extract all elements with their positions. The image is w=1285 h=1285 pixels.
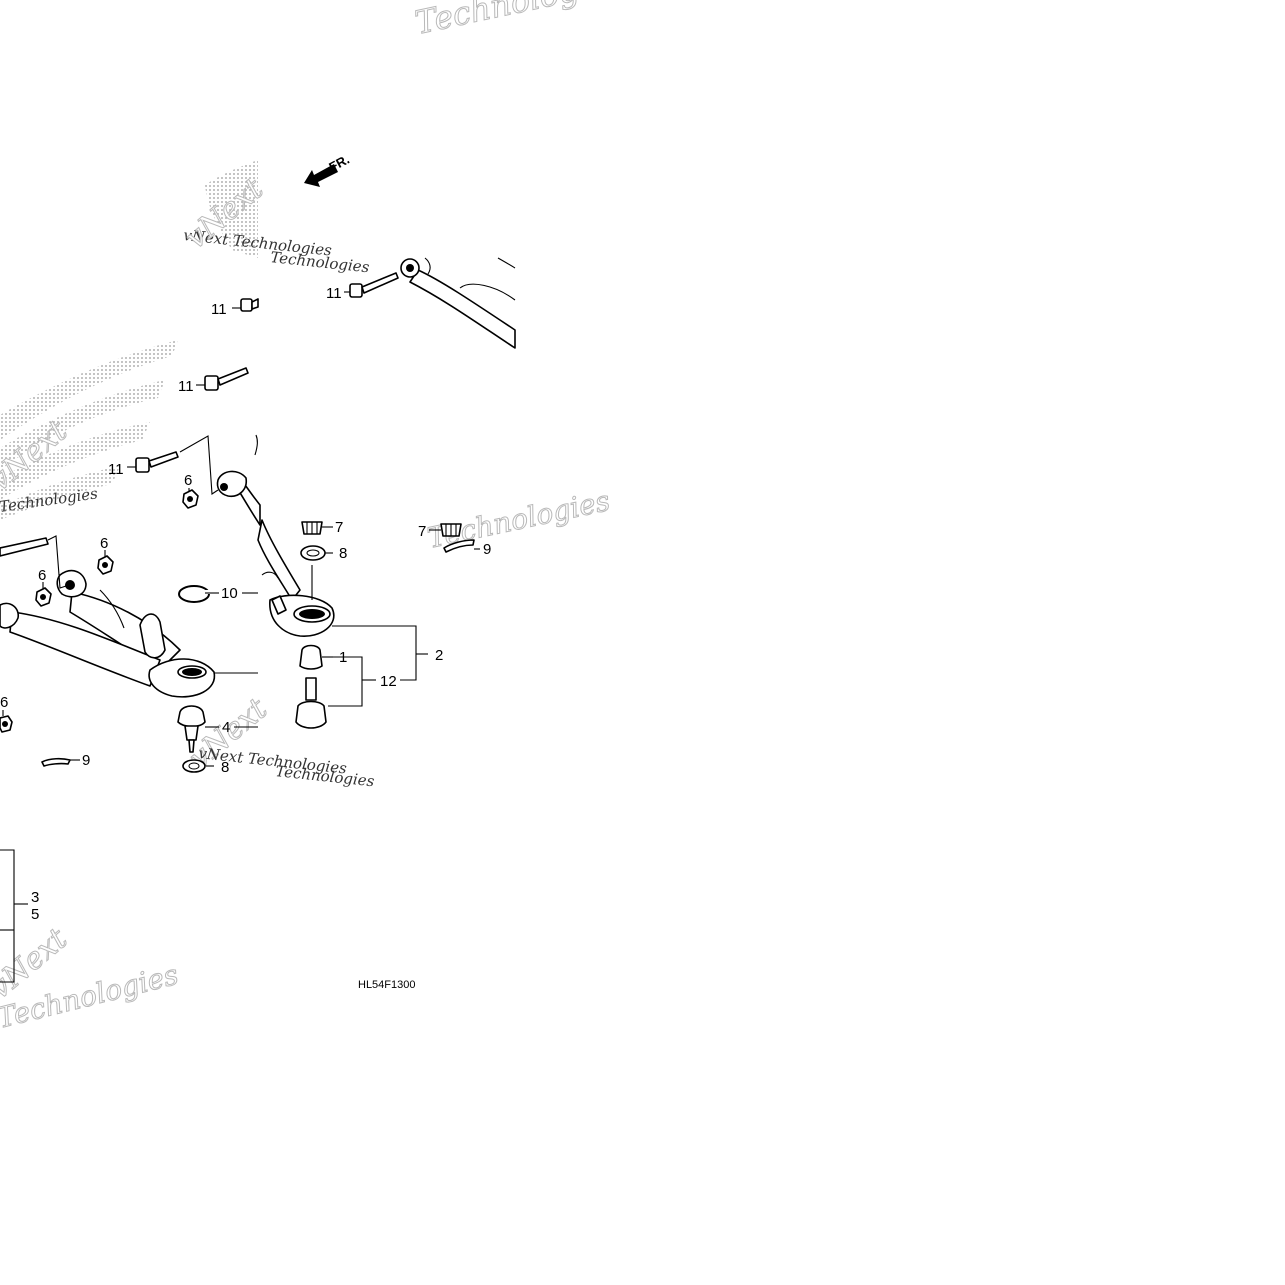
callout-4: 4 — [222, 719, 230, 736]
callout-6: 6 — [184, 472, 192, 489]
callout-11: 11 — [108, 461, 124, 478]
cotter-pin-9a — [41, 757, 71, 767]
callout-8: 8 — [339, 545, 347, 562]
callout-7: 7 — [418, 523, 426, 540]
dust-boot-1 — [299, 644, 323, 670]
callout-12: 12 — [380, 673, 397, 690]
watermarks: Technologies vNext Technologies vNext Te… — [0, 0, 627, 1035]
callout-9: 9 — [483, 541, 491, 558]
watermark-text: Technologies — [412, 0, 627, 42]
nut-6b — [97, 555, 114, 575]
callout-1: 1 — [339, 649, 347, 666]
callout-8: 8 — [221, 759, 229, 776]
castle-nut-7b — [440, 523, 462, 537]
diagram-code: HL54F1300 — [358, 979, 416, 991]
callout-7: 7 — [335, 519, 343, 536]
washer-8b — [182, 759, 206, 773]
upper-arm-left — [216, 434, 261, 526]
watermark-text: Technologies — [270, 248, 371, 276]
flange-bolt-left-d — [0, 537, 49, 557]
callout-6: 6 — [100, 535, 108, 552]
flange-bolt-left-a — [240, 298, 259, 312]
leader-lines — [0, 291, 480, 983]
front-direction-arrow: FR. — [304, 152, 352, 187]
callout-2: 2 — [435, 647, 443, 664]
flange-bolt-left-c — [135, 451, 179, 473]
ball-joint-12 — [295, 677, 327, 729]
nut-6d — [0, 715, 13, 733]
callout-9: 9 — [82, 752, 90, 769]
circlip-10 — [178, 585, 210, 603]
flange-bolt-right — [349, 272, 399, 298]
castle-nut-7a — [301, 521, 323, 535]
callout-3: 3 — [31, 889, 39, 906]
nut-6a — [182, 489, 199, 509]
nut-6c — [35, 587, 52, 607]
callout-11: 11 — [326, 285, 342, 302]
cotter-pin-9b — [443, 539, 475, 553]
callout-labels: 11 11 11 11 6 6 6 6 7 7 8 8 9 9 10 4 1 2… — [0, 285, 491, 923]
callout-6: 6 — [38, 567, 46, 584]
ball-joint-4 — [177, 705, 206, 753]
watermark-text: Technologies — [275, 762, 376, 790]
upper-arm-right — [400, 257, 516, 349]
flange-bolt-left-b — [204, 367, 249, 391]
washer-8a — [300, 545, 326, 561]
wing-logo-graphic — [0, 160, 258, 520]
callout-10: 10 — [221, 585, 238, 602]
callout-11: 11 — [211, 301, 227, 318]
lower-arm — [0, 569, 258, 698]
callout-11: 11 — [178, 378, 194, 395]
knuckle-arm-2 — [257, 519, 335, 637]
callout-6: 6 — [0, 694, 8, 711]
callout-5: 5 — [31, 906, 39, 923]
